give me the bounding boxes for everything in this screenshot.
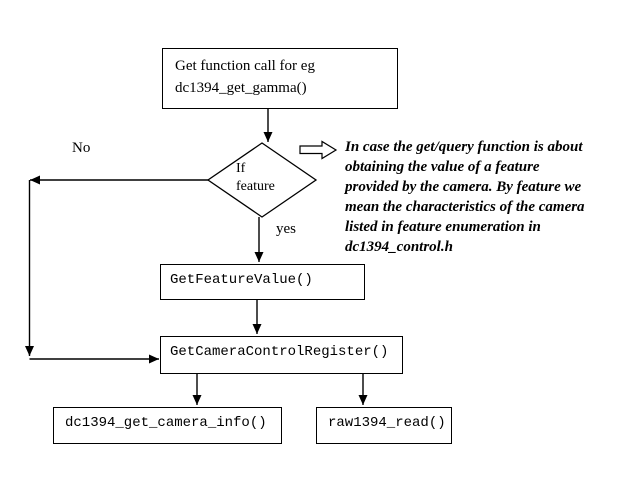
dc1394-get-camera-info-node: dc1394_get_camera_info() bbox=[53, 407, 282, 444]
start-node: Get function call for eg dc1394_get_gamm… bbox=[162, 48, 398, 109]
callout-arrow-icon bbox=[299, 140, 338, 160]
decision-diamond bbox=[206, 142, 318, 218]
annotation-note: In case the get/query function is about … bbox=[345, 139, 585, 255]
get-camera-control-register-node: GetCameraControlRegister() bbox=[160, 336, 403, 374]
raw1394-read-node: raw1394_read() bbox=[316, 407, 452, 444]
branch-yes-label: yes bbox=[276, 221, 296, 237]
branch-no-label: No bbox=[72, 140, 91, 156]
decision-node-label: If feature bbox=[236, 161, 275, 194]
get-feature-value-node: GetFeatureValue() bbox=[160, 264, 365, 300]
